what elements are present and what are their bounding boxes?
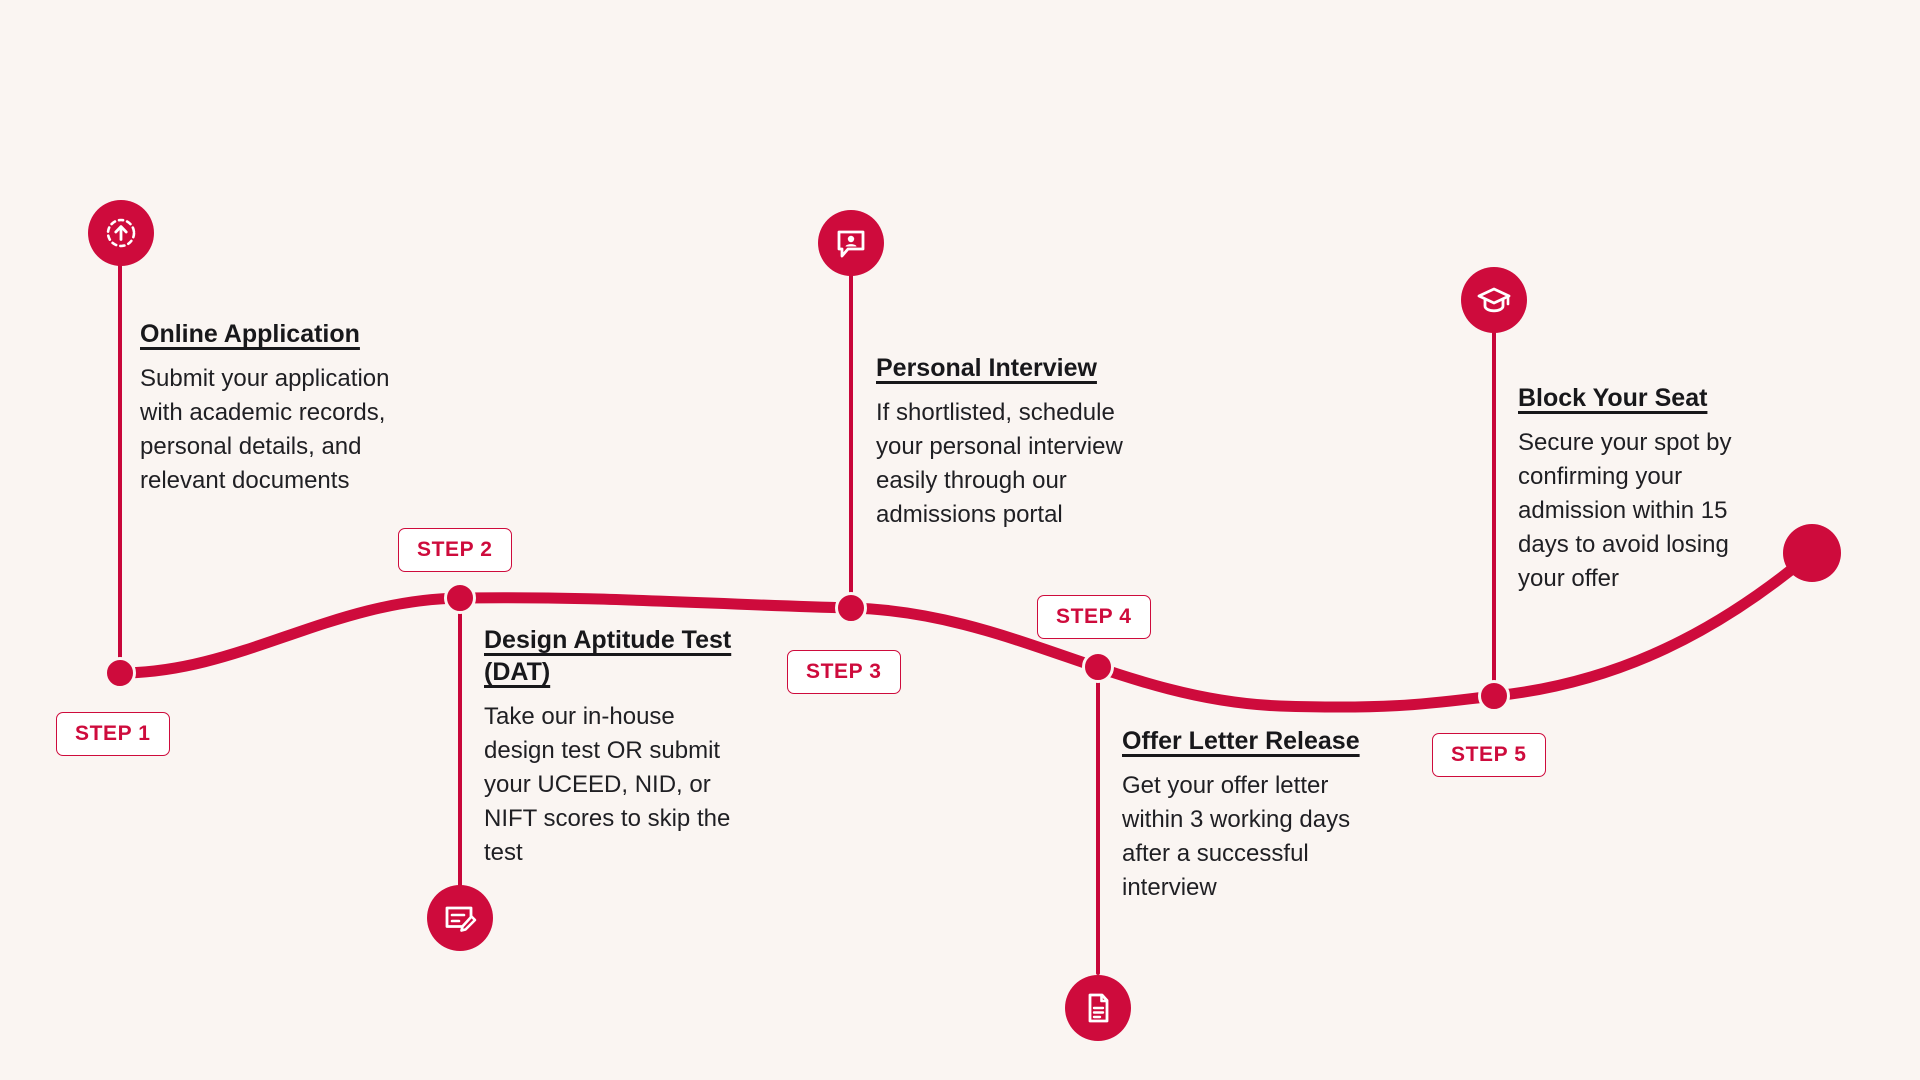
step-desc-1: Submit your application with academic re…	[140, 365, 390, 495]
step-desc-4: Get your offer letter within 3 working d…	[1122, 772, 1351, 902]
node-dot-step-3[interactable]	[835, 592, 867, 624]
step-badge-3[interactable]: STEP 3	[787, 650, 901, 694]
document-icon	[1081, 991, 1115, 1025]
document-icon-bubble[interactable]	[1065, 975, 1131, 1041]
step-text-4: Offer Letter Release Get your offer lett…	[1122, 725, 1422, 905]
step-title-3: Personal Interview	[876, 354, 1097, 382]
step-badge-4[interactable]: STEP 4	[1037, 595, 1151, 639]
node-dot-step-5[interactable]	[1478, 680, 1510, 712]
stem-step-1	[118, 258, 122, 675]
timeline-end-dot	[1783, 524, 1841, 582]
graduation-cap-icon	[1476, 282, 1512, 318]
step-title-5: Block Your Seat	[1518, 384, 1708, 412]
step-text-3: Personal Interview If shortlisted, sched…	[876, 352, 1196, 532]
upload-icon	[104, 216, 138, 250]
step-title-1: Online Application	[140, 320, 360, 348]
step-badge-2[interactable]: STEP 2	[398, 528, 512, 572]
upload-icon-bubble[interactable]	[88, 200, 154, 266]
stem-step-3	[849, 268, 853, 613]
step-text-5: Block Your Seat Secure your spot by conf…	[1518, 382, 1818, 596]
stem-step-2	[458, 600, 462, 900]
node-dot-step-1[interactable]	[104, 657, 136, 689]
node-dot-step-4[interactable]	[1082, 651, 1114, 683]
interview-chat-icon-bubble[interactable]	[818, 210, 884, 276]
step-desc-2: Take our in-house design test OR submit …	[484, 703, 731, 867]
interview-chat-icon	[833, 225, 869, 261]
step-badge-1[interactable]: STEP 1	[56, 712, 170, 756]
step-title-2: Design Aptitude Test (DAT)	[484, 626, 732, 686]
step-text-1: Online Application Submit your applicati…	[140, 318, 460, 498]
form-edit-icon	[442, 900, 478, 936]
stem-step-5	[1492, 325, 1496, 700]
step-text-2: Design Aptitude Test (DAT) Take our in-h…	[484, 624, 774, 870]
stem-step-4	[1096, 670, 1100, 975]
graduation-cap-icon-bubble[interactable]	[1461, 267, 1527, 333]
form-edit-icon-bubble[interactable]	[427, 885, 493, 951]
step-title-4: Offer Letter Release	[1122, 727, 1360, 755]
step-desc-3: If shortlisted, schedule your personal i…	[876, 399, 1123, 529]
node-dot-step-2[interactable]	[444, 582, 476, 614]
step-desc-5: Secure your spot by confirming your admi…	[1518, 429, 1732, 593]
step-badge-5[interactable]: STEP 5	[1432, 733, 1546, 777]
